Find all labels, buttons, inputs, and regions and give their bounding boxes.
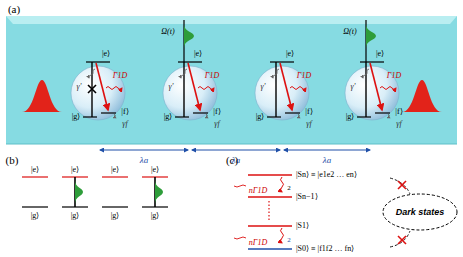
label-text: (c) <box>226 155 238 166</box>
label-text: |g⟩ <box>31 212 40 220</box>
label-text: |S0⟩ ≡ |f1f2 … fn⟩ <box>296 245 354 253</box>
label-text: |e⟩ <box>102 50 110 58</box>
label-text: |e⟩ <box>151 166 159 174</box>
label-text: Γ1D <box>113 72 127 80</box>
control-pulse <box>184 20 376 62</box>
label-text: γ' <box>77 83 82 91</box>
label-text: |f⟩ <box>395 108 402 116</box>
label-text: |g⟩ <box>256 113 265 121</box>
ellipse-shape <box>383 194 457 230</box>
label-text: Γ1D <box>387 72 401 80</box>
label-text: |Sn−1⟩ <box>296 193 318 201</box>
label-text: 2 <box>287 185 291 192</box>
label-text: λa <box>140 156 148 165</box>
label-text: |g⟩ <box>164 113 173 121</box>
node-text: Dark states <box>396 207 445 217</box>
label-text: Γ1D <box>205 72 219 80</box>
label-text: γf <box>306 120 311 128</box>
label-text: |e⟩ <box>194 50 202 58</box>
label-text: γf <box>122 120 127 128</box>
waveguide <box>6 16 457 144</box>
label-text: Γ1D <box>297 72 311 80</box>
label-text: |g⟩ <box>72 113 81 121</box>
label-text: |g⟩ <box>346 113 355 121</box>
level-pairs <box>22 177 168 207</box>
dark-states-ellipse: Dark states <box>382 193 458 231</box>
output-pulse <box>402 80 442 112</box>
input-pulse <box>22 80 62 112</box>
atoms <box>71 62 399 120</box>
label-text: |f⟩ <box>121 108 128 116</box>
label-text: λa <box>323 156 331 165</box>
label-text: |e⟩ <box>286 50 294 58</box>
label-text: |f⟩ <box>213 108 220 116</box>
label-text: |g⟩ <box>151 212 160 220</box>
label-text: |g⟩ <box>71 212 80 220</box>
label-text: γf <box>396 120 401 128</box>
label-text: 2 <box>287 237 291 244</box>
label-text: |e⟩ <box>111 166 119 174</box>
label-text: nΓ1D <box>249 239 267 247</box>
energy-ladder <box>234 175 292 249</box>
label-text: Ω(t) <box>161 28 174 36</box>
label-text: |f⟩ <box>305 108 312 116</box>
label-text: (a) <box>8 4 20 15</box>
label-text: γf <box>214 120 219 128</box>
label-text: nΓ1D <box>249 187 267 195</box>
label-text: γ' <box>261 83 266 91</box>
label-text: |e⟩ <box>71 166 79 174</box>
label-text: γ' <box>169 83 174 91</box>
label-text: |e⟩ <box>376 50 384 58</box>
label-text: Ω(t) <box>343 28 356 36</box>
blocked-mark <box>88 85 96 93</box>
label-text: |S1⟩ <box>296 222 309 230</box>
control-pulse <box>75 180 163 204</box>
label-text: γ' <box>351 83 356 91</box>
spacing-arrows <box>100 150 370 151</box>
label-text: |Sn⟩ ≡ |e1e2 … en⟩ <box>296 171 357 179</box>
label-text: |e⟩ <box>31 166 39 174</box>
label-text: (b) <box>6 155 19 166</box>
label-text: |g⟩ <box>111 212 120 220</box>
